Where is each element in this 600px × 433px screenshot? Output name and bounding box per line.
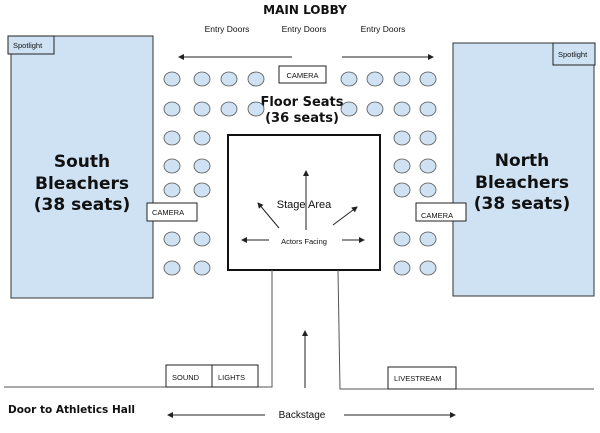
lights-label: LIGHTS (218, 373, 245, 382)
floor-seats (163, 71, 437, 276)
lights-booth[interactable]: LIGHTS (211, 364, 259, 388)
stage-area-label: Stage Area (277, 199, 332, 211)
floor-seat[interactable] (163, 71, 181, 87)
floor-seat[interactable] (366, 71, 384, 87)
floor-seats-count: (36 seats) (265, 111, 339, 126)
floor-seat[interactable] (419, 101, 437, 117)
floor-seat[interactable] (393, 182, 411, 198)
camera-left[interactable]: CAMERA (146, 202, 198, 222)
floor-seat[interactable] (419, 158, 437, 174)
floor-seat[interactable] (393, 260, 411, 276)
floor-seat[interactable] (419, 182, 437, 198)
camera-top[interactable]: CAMERA (278, 65, 327, 84)
floor-seats-label: Floor Seats (260, 95, 343, 110)
floor-seat[interactable] (247, 71, 265, 87)
backstage-wall-left (4, 270, 273, 388)
north-bleachers-label: Bleachers (475, 173, 569, 193)
floor-seat[interactable] (393, 231, 411, 247)
floor-seat[interactable] (163, 260, 181, 276)
floor-seat[interactable] (193, 158, 211, 174)
south-bleachers-count: (38 seats) (34, 195, 130, 215)
stage-area[interactable]: Stage Area Actors Facing (227, 134, 381, 271)
floor-seat[interactable] (193, 260, 211, 276)
spotlight-north[interactable]: Spotlight (552, 42, 596, 66)
floor-seat[interactable] (193, 71, 211, 87)
spotlight-label: Spotlight (558, 50, 588, 59)
floor-seat[interactable] (366, 101, 384, 117)
facing-arrow-up-left (257, 202, 280, 229)
floor-seat[interactable] (163, 130, 181, 146)
floor-seat[interactable] (419, 130, 437, 146)
camera-right[interactable]: CAMERA (415, 202, 467, 222)
floor-seat[interactable] (193, 130, 211, 146)
floor-seat[interactable] (419, 231, 437, 247)
floor-seat[interactable] (193, 101, 211, 117)
floor-seat[interactable] (163, 231, 181, 247)
backstage-label: Backstage (279, 410, 326, 421)
actors-facing-label: Actors Facing (281, 237, 327, 246)
entry-doors-label: Entry Doors (282, 24, 327, 34)
floor-seat[interactable] (193, 231, 211, 247)
backstage-wall-right (337, 269, 594, 390)
camera-label: CAMERA (152, 208, 184, 217)
floor-seat[interactable] (220, 101, 238, 117)
floor-seat[interactable] (340, 101, 358, 117)
camera-label: CAMERA (421, 211, 453, 220)
livestream-label: LIVESTREAM (394, 374, 442, 383)
floor-seat[interactable] (393, 130, 411, 146)
entry-doors-label: Entry Doors (361, 24, 406, 34)
floor-seat[interactable] (163, 182, 181, 198)
floor-seat[interactable] (163, 101, 181, 117)
sound-label: SOUND (172, 373, 200, 382)
door-athletics-hall-label: Door to Athletics Hall (8, 404, 135, 416)
floor-seat[interactable] (393, 101, 411, 117)
floor-seat[interactable] (393, 71, 411, 87)
camera-label: CAMERA (286, 71, 318, 80)
north-bleachers-count: (38 seats) (474, 194, 570, 214)
north-bleachers-label: North (495, 151, 550, 171)
floor-seat[interactable] (247, 101, 265, 117)
sound-booth[interactable]: SOUND (165, 364, 213, 388)
facing-arrow-up-right (332, 206, 358, 226)
livestream-booth[interactable]: LIVESTREAM (387, 366, 457, 390)
floor-seat[interactable] (193, 182, 211, 198)
north-bleachers[interactable]: North Bleachers (38 seats) (452, 42, 595, 297)
floor-seat[interactable] (419, 71, 437, 87)
floor-seat[interactable] (393, 158, 411, 174)
floor-seat[interactable] (340, 71, 358, 87)
spotlight-label: Spotlight (13, 41, 43, 50)
south-bleachers[interactable]: South Bleachers (38 seats) (10, 35, 154, 299)
floor-seat[interactable] (220, 71, 238, 87)
entry-doors-label: Entry Doors (205, 24, 250, 34)
south-bleachers-label: South (54, 152, 110, 172)
spotlight-south[interactable]: Spotlight (7, 35, 55, 55)
south-bleachers-label: Bleachers (35, 174, 129, 194)
floor-seat[interactable] (419, 260, 437, 276)
floor-seat[interactable] (163, 158, 181, 174)
main-lobby-title: MAIN LOBBY (263, 3, 347, 17)
